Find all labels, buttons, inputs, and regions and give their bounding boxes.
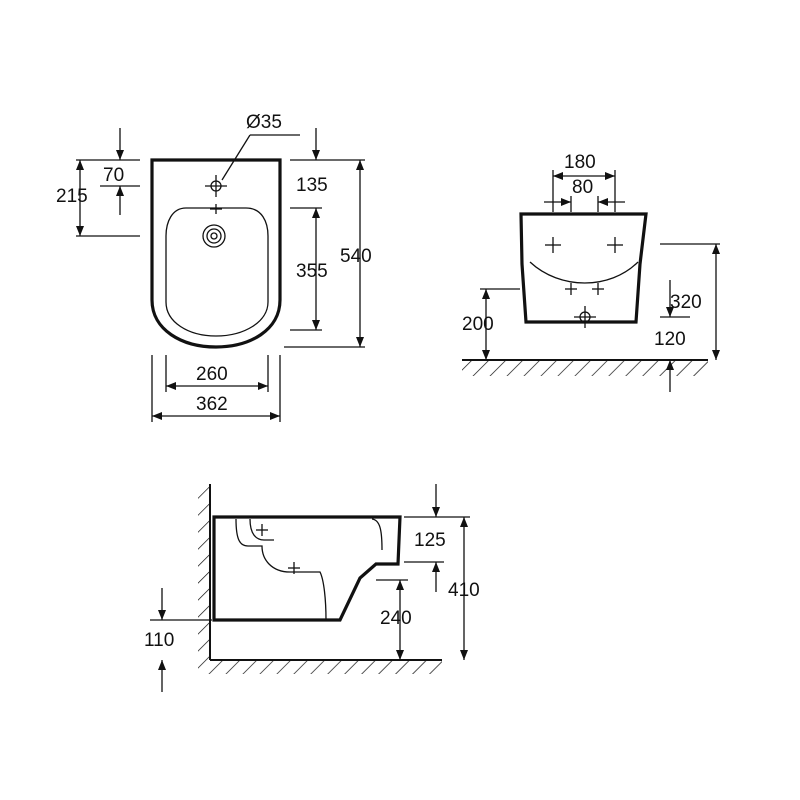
dim-120-label: 120	[654, 329, 686, 350]
dim-125-label: 125	[414, 530, 446, 551]
dim-260-label: 260	[196, 364, 228, 385]
side-view: 125 410 240 110	[144, 484, 480, 692]
dim-135-label: 135	[296, 175, 328, 196]
dim-355-label: 355	[296, 261, 328, 282]
dim-110-label: 110	[144, 630, 174, 651]
top-view-outline	[150, 158, 282, 349]
dim-410-label: 410	[448, 580, 480, 601]
dim-320-label: 320	[670, 292, 702, 313]
top-view-basin	[165, 207, 269, 337]
dim-180-label: 180	[564, 152, 596, 173]
dim-80-label: 80	[572, 177, 593, 198]
diameter-label: Ø35	[246, 112, 282, 133]
front-view: 180 80 200 320 120	[462, 152, 720, 392]
top-view: Ø35 70 215 135 355 540	[56, 112, 372, 422]
dim-540-label: 540	[340, 246, 372, 267]
side-view-outline	[212, 515, 402, 622]
front-view-outline	[519, 212, 648, 324]
dim-362-label: 362	[196, 394, 228, 415]
dim-240-label: 240	[380, 608, 412, 629]
dim-215-label: 215	[56, 186, 88, 207]
dim-200-label: 200	[462, 314, 494, 335]
drain-icon	[202, 224, 226, 248]
dim-70-label: 70	[103, 165, 124, 186]
